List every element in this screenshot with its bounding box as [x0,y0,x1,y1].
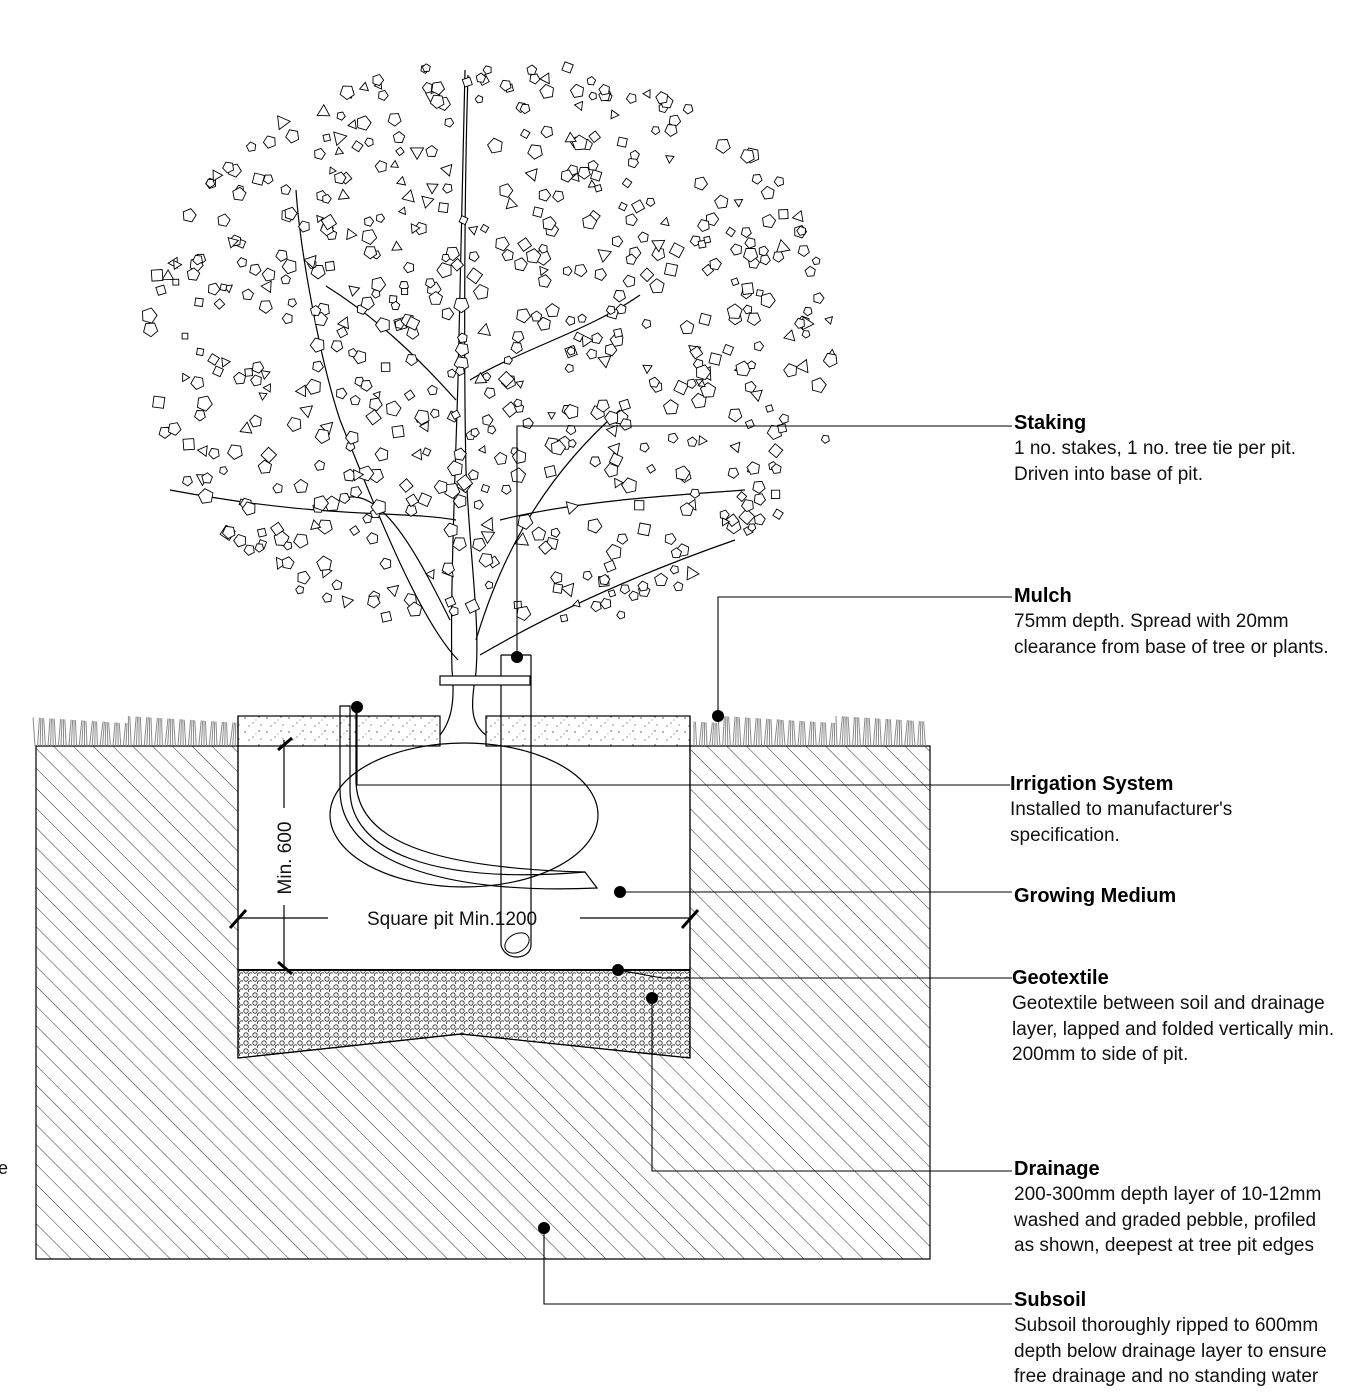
leader-drainage [651,998,1012,1172]
leader-irrigation [356,707,1010,786]
staking-title: Staking [1014,412,1087,434]
mulch-description: 75mm depth. Spread with 20mm clearance f… [1014,611,1329,658]
growing-medium-title: Growing Medium [1014,885,1177,907]
geotextile-label: Geotextile Geotextile between soil and d… [1012,965,1334,1068]
width-dimension-label: Square pit Min.1200 [367,909,537,930]
mulch-title: Mulch [1014,585,1072,607]
width-dimension [228,909,700,929]
drainage-title: Drainage [1014,1158,1100,1180]
geotextile-description: Geotextile between soil and drainage lay… [1012,993,1335,1065]
leader-geotextile [617,969,1012,979]
leader-subsoil [543,1228,1012,1305]
stake [500,654,532,958]
subsoil-title: Subsoil [1014,1289,1087,1311]
irrigation-description: Installed to manufacturer's specificatio… [1010,799,1233,846]
cropped-left-text: e [0,1158,9,1178]
irrigation-title: Irrigation System [1010,773,1174,795]
depth-dimension-label: Min. 600 [275,822,296,895]
tree-trunk [169,69,746,736]
leader-mulch [717,596,1012,716]
leader-dots [351,651,724,1234]
grass-left [32,716,237,747]
staking-description: 1 no. stakes, 1 no. tree tie per pit. Dr… [1014,438,1296,485]
depth-dimension [277,736,293,976]
irrigation-pipe [339,705,599,890]
growing-medium-label: Growing Medium [1014,883,1176,909]
mulch-label: Mulch 75mm depth. Spread with 20mm clear… [1014,583,1329,660]
subsoil-description: Subsoil thoroughly ripped to 600mm depth… [1014,1315,1327,1387]
drainage-description: 200-300mm depth layer of 10-12mm washed … [1014,1184,1322,1256]
root-ball [329,742,599,888]
mulch-layer [237,715,691,747]
tree-foliage [142,61,838,623]
subsoil-label: Subsoil Subsoil thoroughly ripped to 600… [1014,1287,1327,1390]
grass-right [693,715,926,747]
tree-tie [439,675,531,686]
staking-label: Staking 1 no. stakes, 1 no. tree tie per… [1014,410,1296,487]
drainage-label: Drainage 200-300mm depth layer of 10-12m… [1014,1156,1321,1259]
irrigation-label: Irrigation System Installed to manufactu… [1010,771,1232,848]
leader-staking [516,425,1012,657]
leader-lines [356,425,1012,1305]
pit-walls [237,716,691,970]
geotextile-title: Geotextile [1012,967,1109,989]
